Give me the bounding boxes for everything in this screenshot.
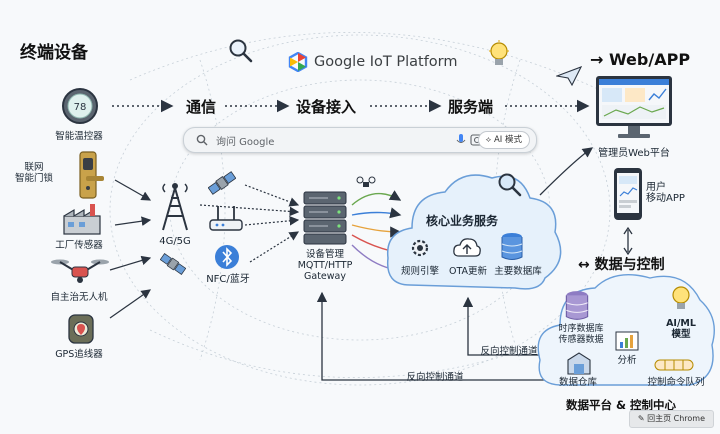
magnifier-icon <box>229 39 253 63</box>
cloud-magnifier-icon <box>498 173 522 197</box>
webapp-title: → Web/APP <box>590 50 691 69</box>
service-ota-update: OTA更新 <box>448 266 488 277</box>
admin-platform-label: 管理员Web平台 <box>598 148 670 159</box>
satellite-icon <box>208 171 236 195</box>
nfc-label: NFC/蓝牙 <box>206 274 250 285</box>
ai-lightbulb-icon <box>672 286 690 309</box>
device-label-gps: GPS追线器 <box>55 349 103 360</box>
cloud-shape <box>386 174 562 290</box>
factory-icon <box>63 204 101 235</box>
tsdb-icon <box>565 291 589 320</box>
analysis-chart-icon <box>615 331 639 351</box>
reverse-channels <box>316 291 545 381</box>
command-queue-icon <box>654 359 694 371</box>
chrome-badge-label: 回主页 Chrome <box>647 414 705 423</box>
sparkle-icon: ⟡ <box>485 135 494 145</box>
device-label-thermostat: 智能温控器 <box>55 131 103 142</box>
service-rules-engine: 规则引擎 <box>400 266 439 277</box>
chrome-home-badge[interactable]: ✎ 回主页 Chrome <box>628 410 714 428</box>
mobile-app-label: 用户 移动APP <box>646 182 685 204</box>
platform-name: Google IoT Platform <box>314 54 458 70</box>
door-lock-icon <box>79 151 104 199</box>
cloud-to-web-arrow <box>539 147 594 196</box>
gateway-label-line3: Gateway <box>304 271 346 282</box>
bluetooth-icon <box>215 245 239 269</box>
stage-device-access: 设备接入 <box>296 98 357 116</box>
thermostat-icon: 78 <box>62 88 98 124</box>
gear-icon <box>411 239 429 257</box>
google-cloud-hexagon-icon <box>288 52 308 72</box>
devices-title: 终端设备 <box>20 43 88 63</box>
device-label-door-lock: 联网 智能门锁 <box>14 162 53 184</box>
cloud-upload-icon <box>453 238 481 257</box>
command-queue-label: 控制命令队列 <box>647 377 705 388</box>
cell-tower-icon <box>162 183 188 231</box>
reverse-channel-label-upper: 反向控制通道 <box>480 346 538 357</box>
platform-title: 数据平台 & 控制中心 <box>566 398 677 412</box>
lightbulb-icon <box>489 40 509 65</box>
warehouse-icon <box>567 352 591 375</box>
device-label-factory: 工厂传感器 <box>55 240 103 251</box>
pencil-icon: ✎ <box>637 414 648 423</box>
gateway-label-line2: MQTT/HTTP <box>297 260 353 271</box>
small-drone-icon <box>356 176 376 187</box>
admin-monitor-icon <box>596 76 672 138</box>
drone-icon <box>51 259 109 283</box>
database-icon <box>501 233 523 260</box>
search-input[interactable]: 询问 Google <box>216 137 275 148</box>
gateway-label: 设备管理 MQTT/HTTP Gateway <box>292 249 358 282</box>
comm-to-gateway <box>199 184 300 263</box>
google-search-bar[interactable]: 询问 Google ⟡ AI 模式 <box>183 127 537 153</box>
aiml-label: AI/ML 模型 <box>666 318 696 340</box>
warehouse-label: 数据仓库 <box>558 377 597 388</box>
wifi-router-icon <box>209 206 243 231</box>
gateway-server-icon <box>303 191 347 245</box>
cellular-label: 4G/5G <box>159 236 191 247</box>
ai-mode-button[interactable]: ⟡ AI 模式 <box>477 131 530 149</box>
device-signals <box>109 179 152 319</box>
paper-plane-icon <box>556 66 582 86</box>
stage-server: 服务端 <box>448 98 494 116</box>
ai-mode-label: AI 模式 <box>493 135 522 145</box>
cloud-title: 核心业务服务 <box>426 214 499 228</box>
microphone-icon[interactable] <box>456 133 466 147</box>
svg-text:78: 78 <box>74 102 87 113</box>
analysis-label: 分析 <box>617 355 637 366</box>
gps-tracker-icon <box>68 314 94 344</box>
search-icon <box>196 134 208 146</box>
satellite-icon <box>160 253 186 275</box>
platform-logo: Google IoT Platform <box>288 52 458 72</box>
service-main-database: 主要数据库 <box>494 266 542 277</box>
gateway-label-line1: 设备管理 <box>305 249 344 260</box>
device-label-drone: 自主治无人机 <box>50 292 108 303</box>
mobile-phone-icon <box>614 168 642 220</box>
reverse-channel-label-lower: 反向控制通道 <box>406 372 464 383</box>
stage-communication: 通信 <box>186 98 217 116</box>
tsdb-label: 时序数据库 传感器数据 <box>558 324 604 345</box>
mobile-data-arrow <box>623 226 633 256</box>
data-control-title: ↔ 数据与控制 <box>578 257 665 273</box>
